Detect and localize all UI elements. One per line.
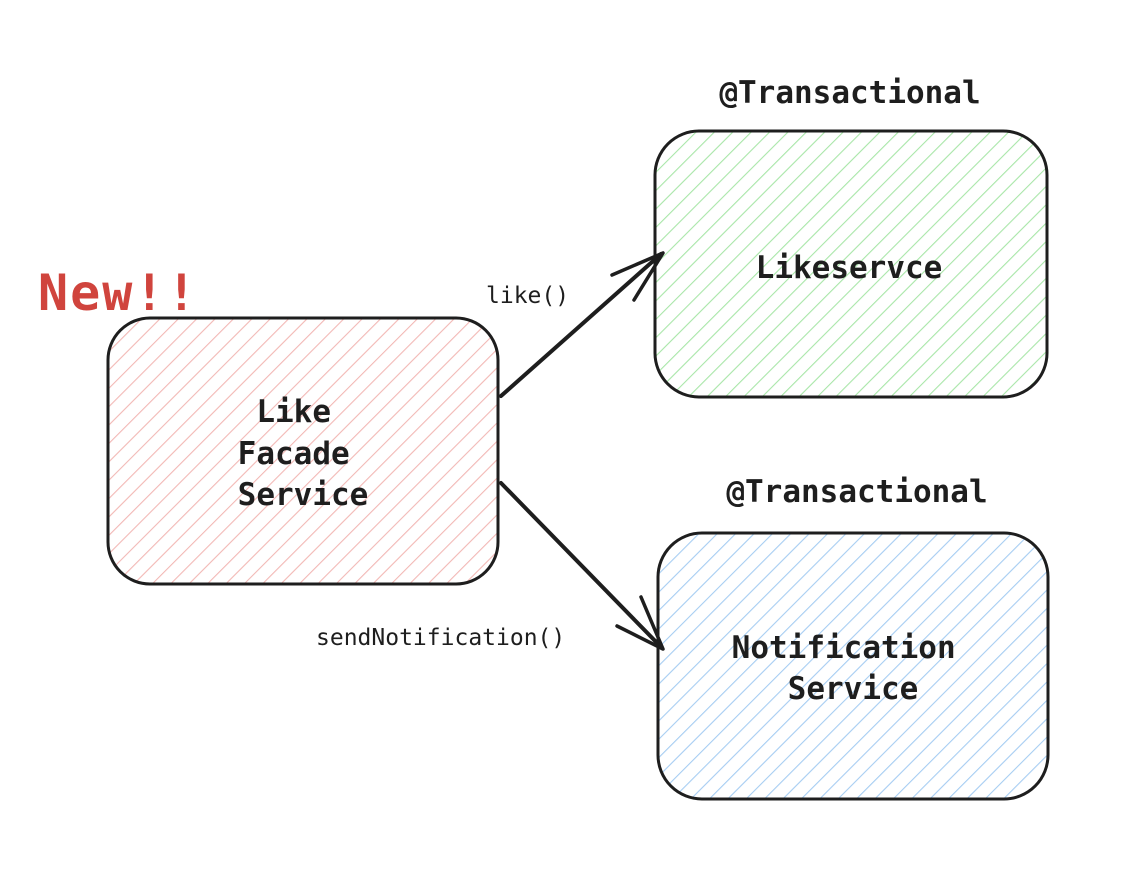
like-service-label: Likeservce: [756, 250, 943, 286]
new-badge: New!!: [38, 264, 199, 322]
like-arrow-label: like(): [486, 283, 569, 309]
like-arrow-head: [610, 251, 665, 302]
like-service-node: Likeservce: [653, 129, 1049, 399]
facade-service-box: [106, 316, 500, 586]
notify-arrow-head: [615, 595, 665, 651]
notification-label-line-2: Service: [788, 671, 919, 707]
facade-label-line-3: Service: [238, 477, 369, 513]
like-service-label-line-1: Likeservce: [756, 250, 943, 286]
notification-service-box: [656, 531, 1050, 801]
notify-arrow-label: sendNotification(): [316, 625, 565, 651]
facade-label-line-1: Like: [256, 394, 331, 430]
facade-service-label: Like Facade Service: [238, 394, 369, 513]
notify-arrow: [499, 481, 665, 651]
notification-service-label: Notification Service: [732, 630, 975, 707]
notify-arrow-line: [499, 481, 664, 650]
facade-label-line-2: Facade: [238, 436, 350, 472]
like-arrow: [499, 251, 665, 398]
like-service-annotation: @Transactional: [719, 75, 980, 111]
notification-service-annotation: @Transactional: [726, 474, 987, 510]
notification-service-node: Notification Service: [656, 531, 1050, 801]
notification-label-line-1: Notification: [732, 630, 956, 666]
like-arrow-line: [499, 252, 663, 398]
facade-service-node: Like Facade Service: [106, 316, 500, 586]
